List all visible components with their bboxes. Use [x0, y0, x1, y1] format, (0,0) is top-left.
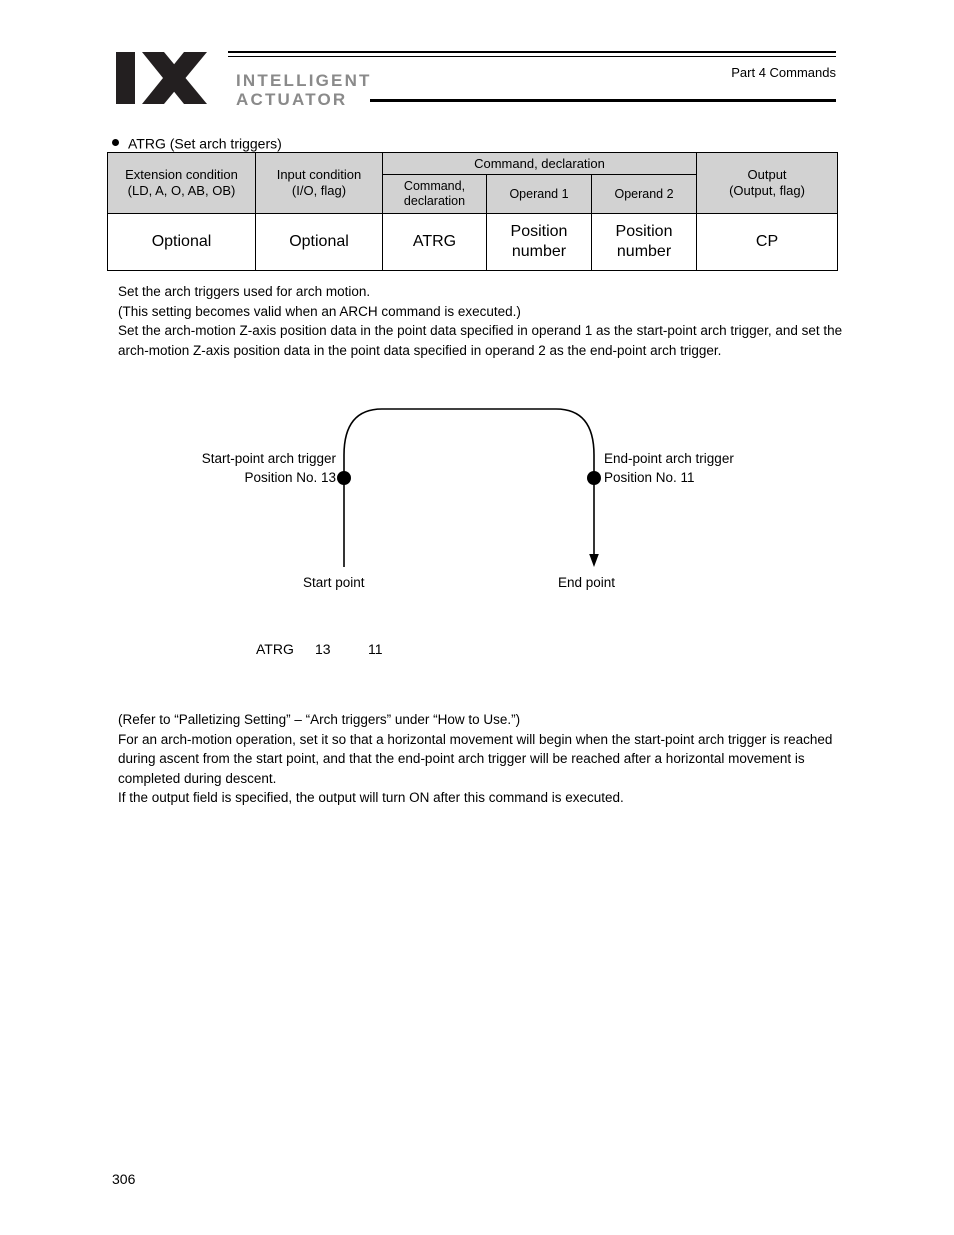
th-command-declaration-line1: Command, [403, 179, 466, 193]
description-line-1: Set the arch triggers used for arch moti… [118, 284, 371, 299]
td-operand-2: Position number [590, 213, 698, 271]
td-operand-2-line1: Position [615, 223, 673, 240]
notes-line-3: If the output field is specified, the ou… [118, 790, 624, 805]
th-operand-1: Operand 1 [486, 174, 592, 214]
th-output-line2: (Output, flag) [729, 183, 805, 198]
table-header-row-1: Extension condition (LD, A, O, AB, OB) I… [107, 152, 839, 214]
command-spec-table: Extension condition (LD, A, O, AB, OB) I… [107, 152, 839, 271]
command-heading: ATRG (Set arch triggers) [112, 134, 282, 151]
header-rule-top-thin [228, 56, 836, 57]
header-rule-bottom [370, 99, 836, 102]
start-trigger-label: Start-point arch trigger Position No. 13 [176, 449, 336, 487]
th-input-condition-line2: (I/O, flag) [291, 183, 347, 198]
table-header-row-2: Command, declaration Operand 1 Operand 2 [108, 174, 838, 214]
brand-wordmark-line1: INTELLIGENT [236, 71, 372, 90]
start-trigger-label-line1: Start-point arch trigger [201, 451, 336, 466]
code-sample-command: ATRG [256, 641, 294, 657]
td-extension-condition: Optional [107, 213, 256, 271]
th-command-declaration: Command, declaration [382, 174, 487, 214]
th-command-declaration-line2: declaration [403, 194, 466, 208]
end-point-arrowhead-icon [589, 554, 599, 567]
arch-path [343, 408, 595, 478]
ix-logo-icon [116, 52, 207, 104]
end-trigger-label: End-point arch trigger Position No. 11 [604, 449, 804, 487]
bullet-dot-icon [112, 138, 119, 146]
arch-motion-figure [337, 408, 601, 567]
code-sample-operand-2: 11 [368, 641, 383, 657]
td-operand-1-line2: number [511, 243, 567, 260]
brand-wordmark-line2: ACTUATOR [236, 90, 348, 109]
start-trigger-label-line2: Position No. 13 [244, 470, 336, 485]
start-point-label: Start point [303, 575, 365, 590]
td-operand-1: Position number [486, 213, 592, 271]
end-point-trigger-marker-icon [587, 471, 601, 485]
td-input-condition: Optional [255, 213, 383, 271]
code-sample-operand-1: 13 [315, 641, 331, 657]
td-operand-1-line1: Position [510, 223, 568, 240]
td-output: CP [696, 213, 839, 271]
header-rule-top-thick [228, 51, 836, 53]
description-block: Set the arch triggers used for arch moti… [118, 282, 846, 360]
command-heading-label: ATRG (Set arch triggers) [128, 135, 282, 152]
notes-block: (Refer to “Palletizing Setting” – “Arch … [118, 710, 846, 808]
td-command-declaration: ATRG [382, 213, 487, 271]
notes-line-2: For an arch-motion operation, set it so … [118, 731, 833, 786]
header-title: Part 4 Commands [731, 65, 836, 80]
end-point-label: End point [558, 575, 616, 590]
th-operand-2: Operand 2 [590, 174, 698, 214]
th-input-condition-line1: Input condition [276, 167, 362, 182]
th-input-condition: Input condition (I/O, flag) [255, 152, 383, 214]
page-header: INTELLIGENT ACTUATOR Part 4 Commands [0, 0, 954, 120]
td-operand-2-line2: number [616, 243, 672, 260]
brand-wordmark: INTELLIGENT ACTUATOR [236, 72, 372, 108]
arch-motion-diagram: Start-point arch trigger Position No. 13… [0, 395, 954, 610]
description-line-3: Set the arch-motion Z-axis position data… [118, 323, 843, 358]
th-command-declaration-group: Command, declaration [381, 152, 698, 175]
brand-logo: INTELLIGENT ACTUATOR [112, 50, 402, 108]
table-row: Optional Optional ATRG Position number P… [107, 213, 839, 271]
th-extension-condition-line1: Extension condition [125, 167, 238, 182]
th-output-line1: Output [747, 167, 787, 182]
th-extension-condition-line2: (LD, A, O, AB, OB) [127, 183, 236, 198]
th-extension-condition: Extension condition (LD, A, O, AB, OB) [107, 152, 256, 214]
description-line-2: (This setting becomes valid when an ARCH… [118, 303, 521, 319]
end-trigger-label-line2: Position No. 11 [604, 470, 695, 485]
notes-line-1: (Refer to “Palletizing Setting” – “Arch … [118, 712, 521, 727]
start-point-trigger-marker-icon [337, 471, 351, 485]
th-output: Output (Output, flag) [696, 152, 839, 214]
page-number: 306 [112, 1171, 136, 1187]
code-sample: ATRG 13 11 [256, 641, 383, 657]
end-trigger-label-line1: End-point arch trigger [604, 451, 734, 466]
